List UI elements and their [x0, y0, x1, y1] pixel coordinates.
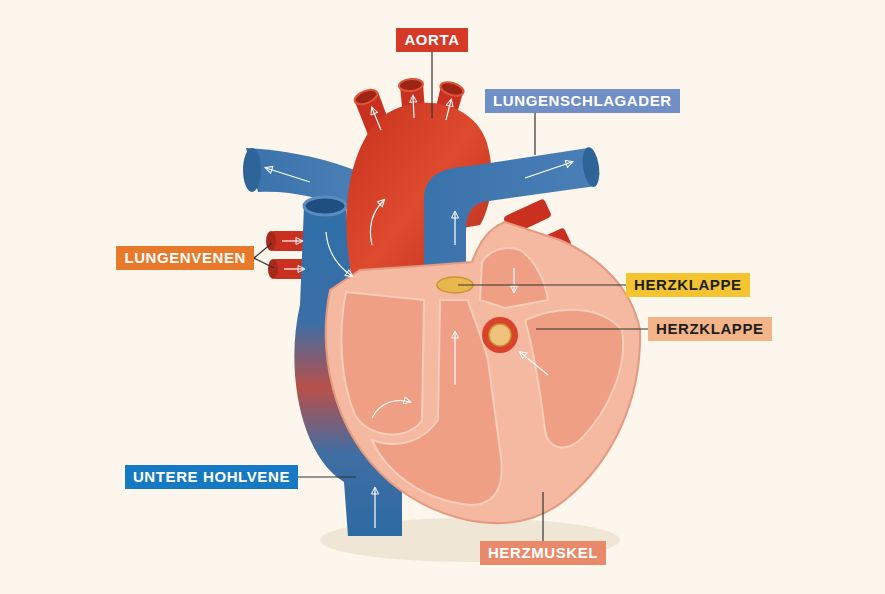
- label-text: AORTA: [404, 31, 459, 49]
- vessel-end: [580, 146, 601, 188]
- vessel-end: [243, 148, 261, 192]
- label-text: HERZMUSKEL: [488, 544, 598, 562]
- heart-chambers: [341, 248, 623, 505]
- flow-arrows: [266, 96, 572, 528]
- label-text: LUNGENVENEN: [124, 249, 246, 267]
- vessel-end: [266, 231, 276, 251]
- part-label: HERZMUSKEL: [480, 541, 606, 565]
- part-label: HERZKLAPPE: [626, 273, 750, 297]
- part-label: LUNGENVENEN: [116, 246, 254, 270]
- part-label: UNTERE HOHLVENE: [125, 465, 298, 489]
- valve-ring: [482, 317, 518, 353]
- vessel-end: [268, 259, 278, 279]
- part-label: AORTA: [396, 28, 467, 52]
- part-label: LUNGENSCHLAGADER: [485, 89, 680, 113]
- part-label: HERZKLAPPE: [648, 317, 772, 341]
- valve: [489, 324, 511, 346]
- label-text: UNTERE HOHLVENE: [133, 468, 290, 486]
- label-text: HERZKLAPPE: [656, 320, 764, 338]
- vessel-opening: [304, 197, 346, 215]
- label-text: HERZKLAPPE: [634, 276, 742, 294]
- leader-lines: [254, 52, 648, 541]
- heart-muscle: [326, 222, 640, 523]
- label-text: LUNGENSCHLAGADER: [493, 92, 672, 110]
